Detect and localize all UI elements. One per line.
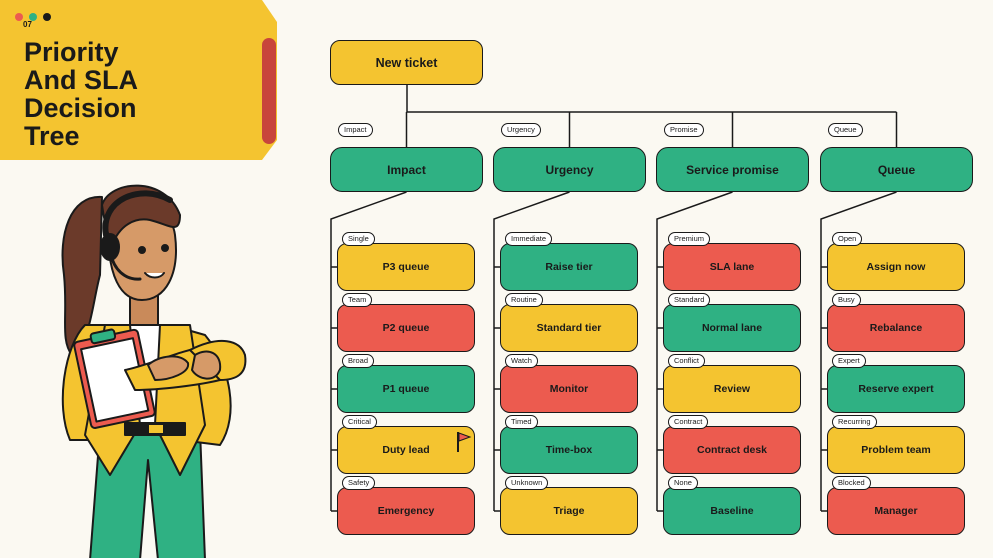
branch-tag-impact: Impact — [338, 123, 373, 137]
leaf-node-triage[interactable]: Triage — [500, 487, 638, 535]
root-node[interactable]: New ticket — [330, 40, 483, 85]
leaf-node-emergency[interactable]: Emergency — [337, 487, 475, 535]
leaf-node-sla-lane[interactable]: SLA lane — [663, 243, 801, 291]
leaf-node-baseline[interactable]: Baseline — [663, 487, 801, 535]
leaf-tag-review: Conflict — [668, 354, 706, 368]
leaf-tag-p1-queue: Broad — [342, 354, 375, 368]
branch-tag-queue: Queue — [828, 123, 863, 137]
leaf-tag-monitor: Watch — [505, 354, 538, 368]
branch-tag-urgency: Urgency — [501, 123, 541, 137]
leaf-tag-assign-now: Open — [832, 232, 863, 246]
leaf-node-standard-tier[interactable]: Standard tier — [500, 304, 638, 352]
leaf-node-contract-desk[interactable]: Contract desk — [663, 426, 801, 474]
leaf-node-raise-tier[interactable]: Raise tier — [500, 243, 638, 291]
leaf-tag-p3-queue: Single — [342, 232, 375, 246]
category-node-urgency[interactable]: Urgency — [493, 147, 646, 192]
leaf-node-manager[interactable]: Manager — [827, 487, 965, 535]
support-agent-illustration — [61, 184, 247, 558]
decor-dot-dark — [43, 13, 51, 21]
leaf-tag-triage: Unknown — [505, 476, 549, 490]
leaf-node-assign-now[interactable]: Assign now — [827, 243, 965, 291]
decor-dot-red — [15, 13, 23, 21]
leaf-node-monitor[interactable]: Monitor — [500, 365, 638, 413]
leaf-tag-contract-desk: Contract — [668, 415, 709, 429]
leaf-tag-standard-tier: Routine — [505, 293, 543, 307]
leaf-tag-duty-lead: Critical — [342, 415, 377, 429]
leaf-tag-baseline: None — [668, 476, 698, 490]
flag-icon — [457, 432, 472, 452]
leaf-tag-manager: Blocked — [832, 476, 871, 490]
leaf-tag-raise-tier: Immediate — [505, 232, 553, 246]
leaf-tag-reserve-expert: Expert — [832, 354, 866, 368]
leaf-node-reserve-expert[interactable]: Reserve expert — [827, 365, 965, 413]
leaf-node-problem-team[interactable]: Problem team — [827, 426, 965, 474]
leaf-tag-sla-lane: Premium — [668, 232, 711, 246]
leaf-node-normal-lane[interactable]: Normal lane — [663, 304, 801, 352]
leaf-node-time-box[interactable]: Time-box — [500, 426, 638, 474]
leaf-node-p3-queue[interactable]: P3 queue — [337, 243, 475, 291]
accent-tab — [262, 38, 276, 144]
title-banner — [0, 0, 277, 160]
category-node-service-promise[interactable]: Service promise — [656, 147, 809, 192]
leaf-tag-normal-lane: Standard — [668, 293, 711, 307]
leaf-node-rebalance[interactable]: Rebalance — [827, 304, 965, 352]
leaf-tag-p2-queue: Team — [342, 293, 373, 307]
leaf-tag-problem-team: Recurring — [832, 415, 877, 429]
category-node-impact[interactable]: Impact — [330, 147, 483, 192]
leaf-node-p1-queue[interactable]: P1 queue — [337, 365, 475, 413]
branch-tag-service-promise: Promise — [664, 123, 704, 137]
leaf-node-review[interactable]: Review — [663, 365, 801, 413]
category-node-queue[interactable]: Queue — [820, 147, 973, 192]
leaf-tag-time-box: Timed — [505, 415, 538, 429]
leaf-tag-rebalance: Busy — [832, 293, 861, 307]
page-title: Priority And SLA Decision Tree — [24, 37, 138, 151]
leaf-tag-emergency: Safety — [342, 476, 376, 490]
leaf-node-p2-queue[interactable]: P2 queue — [337, 304, 475, 352]
slide-number: 07 — [23, 20, 32, 29]
leaf-node-duty-lead[interactable]: Duty lead — [337, 426, 475, 474]
decor-dot-green — [29, 13, 37, 21]
